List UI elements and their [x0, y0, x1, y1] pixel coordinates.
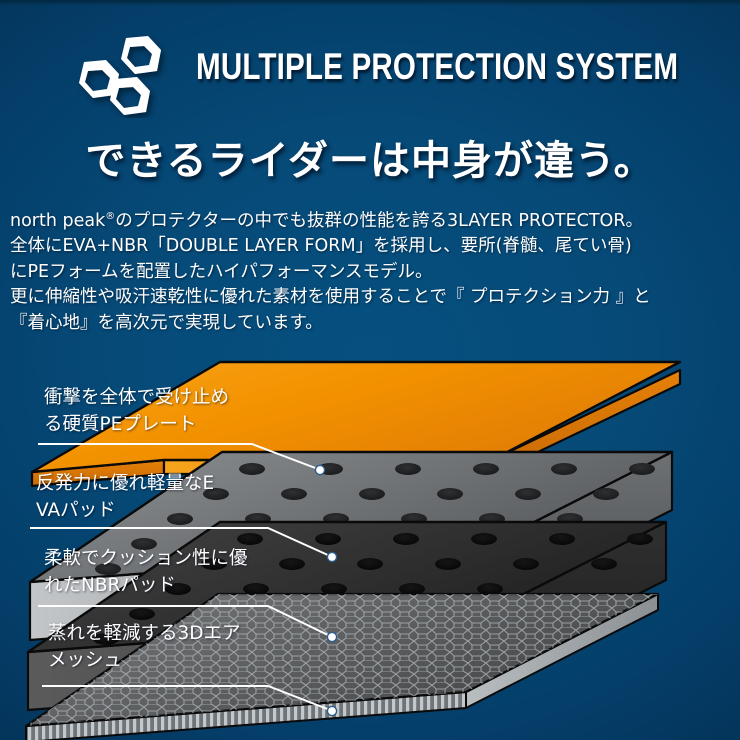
callout-air-mesh-line1: 蒸れを軽減する3Dエア: [48, 623, 241, 644]
callout-nbr-pad: 柔軟でクッション性に優 れたNBRパッド: [44, 545, 294, 599]
leader-dots: [314, 464, 338, 717]
registered-mark: ®: [105, 211, 116, 222]
callout-nbr-pad-line1: 柔軟でクッション性に優: [44, 548, 248, 569]
hexagon-cluster-icon: [64, 32, 194, 118]
leader-dot-pe-plate: [314, 464, 326, 476]
callout-nbr-pad-line2: れたNBRパッド: [44, 575, 176, 596]
callout-pe-plate-line1: 衝撃を全体で受け止め: [44, 387, 230, 408]
body-line-1: north peak®のプロテクターの中でも抜群の性能を誇る3LAYER PRO…: [10, 204, 736, 234]
leader-line-eva-pad: [30, 527, 331, 557]
callout-air-mesh: 蒸れを軽減する3Dエア メッシュ: [48, 620, 298, 674]
leader-lines: [30, 443, 331, 711]
callout-pe-plate-line2: る硬質PEプレート: [44, 414, 197, 435]
body-line-5: 『着心地』を高次元で実現しています。: [10, 312, 323, 333]
page-title: MULTIPLE PROTECTION SYSTEM: [196, 46, 679, 87]
headline: できるライダーは中身が違う。: [85, 138, 655, 184]
callout-eva-pad: 反発力に優れ軽量なE VAパッド: [36, 470, 286, 524]
leader-line-nbr-pad: [38, 605, 331, 637]
callout-eva-pad-line1: 反発力に優れ軽量なE: [36, 473, 215, 494]
body-line-1-rest: のプロテクターの中でも抜群の性能を誇る3LAYER PROTECTOR。: [115, 210, 643, 231]
header-bar: MULTIPLE PROTECTION SYSTEM: [0, 28, 740, 115]
body-copy: north peak®のプロテクターの中でも抜群の性能を誇る3LAYER PRO…: [10, 204, 736, 336]
leader-dot-air-mesh: [326, 705, 338, 717]
body-line-4: 更に伸縮性や吸汗速乾性に優れた素材を使用することで『 プロテクション力 』と: [10, 287, 651, 308]
body-line-2: 全体にEVA+NBR「DOUBLE LAYER FORM」を採用し、要所(脊髄、…: [10, 236, 632, 257]
leader-dot-nbr-pad: [326, 631, 338, 643]
brand-name: north peak: [10, 210, 106, 231]
body-line-3: にPEフォームを配置したハイパフォーマンスモデル。: [10, 261, 433, 282]
layer-air-mesh: [24, 592, 660, 740]
exploded-layer-diagram: [0, 352, 740, 740]
callout-air-mesh-line2: メッシュ: [48, 650, 123, 671]
leader-line-air-mesh: [42, 685, 331, 711]
leader-dot-eva-pad: [326, 551, 338, 563]
leader-line-pe-plate: [38, 443, 319, 470]
callout-pe-plate: 衝撃を全体で受け止め る硬質PEプレート: [44, 384, 294, 438]
callout-eva-pad-line2: VAパッド: [36, 500, 116, 521]
